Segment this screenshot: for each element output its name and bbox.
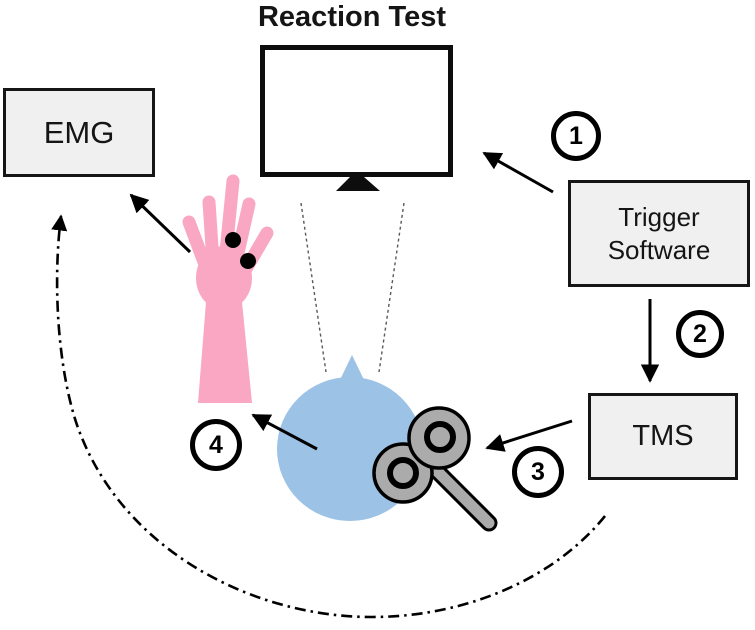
arrow-head-to-hand [251, 413, 318, 451]
step-number-2: 2 [693, 319, 707, 348]
nose-shape [338, 355, 366, 384]
emg-label: EMG [43, 114, 115, 150]
tms-label: TMS [632, 420, 694, 452]
hand-figure [182, 174, 274, 403]
coil-loop-upper [407, 406, 471, 470]
step-number-4: 4 [209, 430, 223, 459]
step-number-1: 1 [569, 121, 583, 150]
coil-ring-lower [387, 457, 419, 489]
finger-thumb [182, 215, 211, 269]
gaze-line-right [378, 202, 405, 373]
step-badge-2: 2 [676, 310, 724, 358]
step-number-3: 3 [531, 457, 545, 486]
trigger-software-box: Trigger Software [568, 180, 750, 287]
forearm-shape [198, 302, 252, 403]
page-title: Reaction Test [257, 1, 446, 33]
emg-electrode-dot-1 [225, 232, 241, 248]
flow-arrows [129, 151, 660, 452]
monitor-stand [336, 177, 380, 191]
tms-coil [372, 406, 498, 532]
tms-box: TMS [588, 393, 738, 480]
trigger-software-label-line1: Trigger [618, 202, 700, 232]
step-badge-4: 4 [190, 419, 242, 471]
gaze-line-left [300, 202, 327, 373]
feedback-dashdot-arrow [51, 214, 607, 619]
arrow-tms-to-coil [485, 419, 573, 452]
coil-ring-upper [424, 421, 456, 453]
coil-handle [431, 465, 495, 529]
palm-shape [196, 246, 252, 310]
emg-electrode-dot-2 [240, 253, 256, 269]
step-badge-3: 3 [512, 446, 564, 498]
step-badge-1: 1 [551, 111, 601, 161]
emg-box: EMG [3, 88, 155, 177]
arrow-hand-to-emg [129, 193, 192, 254]
arrow-trigger-to-monitor [482, 151, 554, 194]
trigger-software-label-line2: Software [607, 234, 711, 265]
gaze-lines [300, 202, 405, 373]
reaction-test-monitor [260, 45, 453, 177]
